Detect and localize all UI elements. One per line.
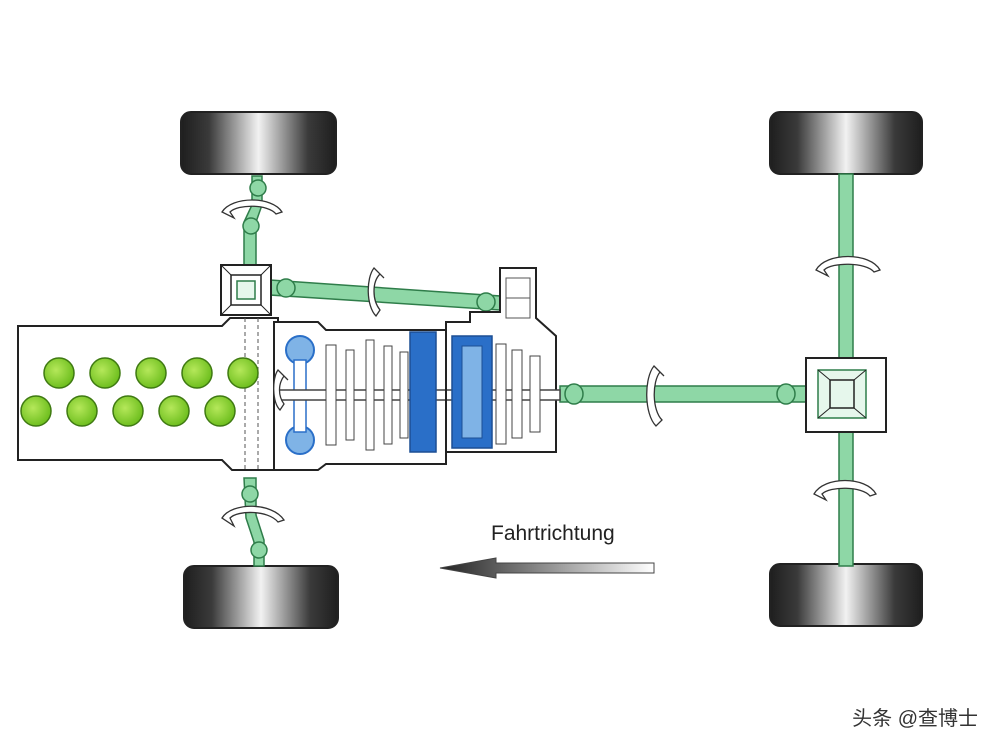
cylinder (158, 395, 190, 427)
cylinder (227, 357, 259, 389)
engine-block (17, 317, 279, 471)
cylinder (204, 395, 236, 427)
rear-propshaft-joint-a (564, 383, 584, 405)
gearbox (273, 267, 561, 471)
wheel-front-right (183, 565, 339, 629)
front-upper-joint-2 (242, 217, 260, 235)
cylinder (135, 357, 167, 389)
front-propshaft (269, 279, 501, 311)
rear-propshaft-joint-b (776, 383, 796, 405)
front-upper-joint (249, 179, 267, 197)
watermark-text: 头条 @查博士 (852, 708, 978, 730)
cylinder (20, 395, 52, 427)
front-lower-joint-2 (250, 541, 268, 559)
wheel-front-left (180, 111, 337, 175)
rotation-arrow-icon (221, 199, 881, 528)
wheel-rear-left (769, 111, 923, 175)
cylinder (112, 395, 144, 427)
cylinder (43, 357, 75, 389)
cylinder (181, 357, 213, 389)
engine-cylinders (20, 357, 259, 427)
front-propshaft-joint-a (276, 278, 296, 298)
direction-arrow-icon (439, 557, 655, 579)
wheel-rear-right (769, 563, 923, 627)
rear-propshaft (559, 385, 809, 403)
rear-axle-lower (838, 429, 854, 567)
rear-axle-upper (838, 173, 854, 365)
front-lower-joint (241, 485, 259, 503)
direction-label: Fahrtrichtung (491, 522, 615, 545)
cylinder (89, 357, 121, 389)
cylinder (66, 395, 98, 427)
front-propshaft-joint-b (476, 292, 496, 312)
